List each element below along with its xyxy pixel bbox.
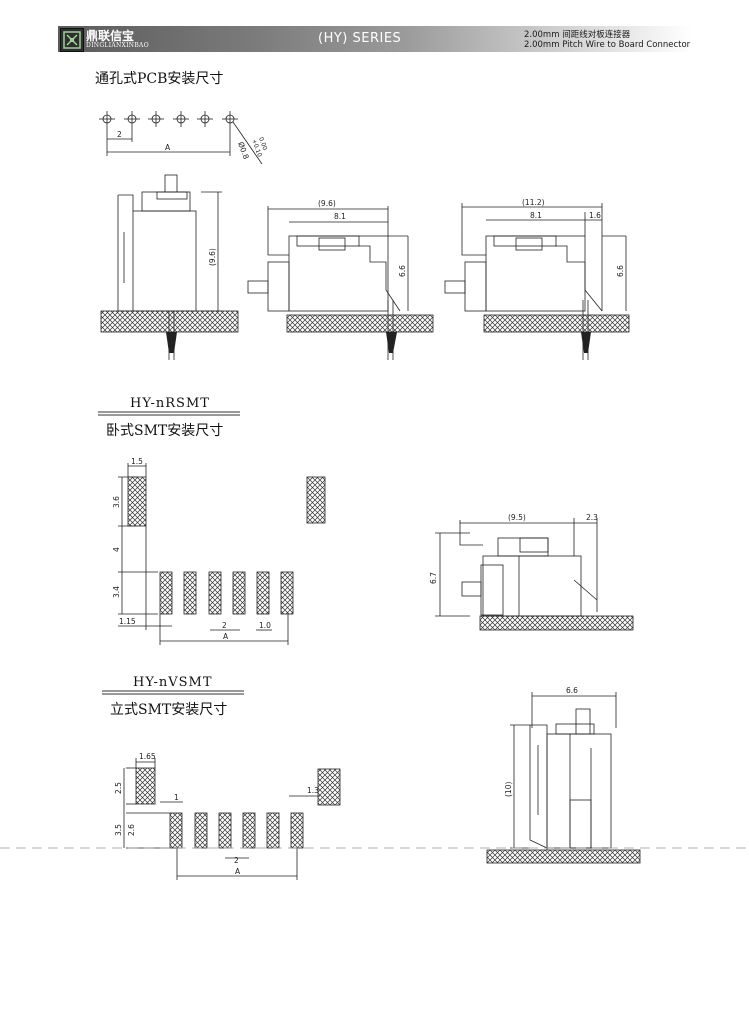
dim-vsmt-pad-h: 2.5 — [114, 782, 123, 794]
dim-vsmt-total: A — [235, 867, 241, 876]
dim-pcb-total: A — [165, 143, 171, 152]
dim-pcb-tol-minus: 0.00 — [257, 136, 268, 151]
dim-rsmt-pad-w: 1.5 — [131, 457, 143, 466]
dim-rsmt-total: A — [223, 632, 229, 641]
dim-vsmt-height: (10) — [504, 782, 513, 797]
rsmt-pad-layout — [118, 463, 289, 645]
rsmt-side-view — [435, 518, 598, 617]
pcb-side-view-a — [247, 206, 409, 360]
dim-vsmt-gap1: 1 — [174, 793, 179, 802]
dim-rsmt-pitch: 2 — [222, 621, 227, 630]
dim-pcb-width2: (9.6) — [318, 199, 336, 208]
dim-pcb-pitch: 2 — [117, 130, 122, 139]
vsmt-pads — [135, 767, 341, 849]
header-right-en: 2.00mm Pitch Wire to Board Connector — [524, 40, 691, 50]
dim-vsmt-width: 6.6 — [566, 686, 578, 695]
dim-pcb-inner2: 8.1 — [334, 212, 346, 221]
vsmt-code: HY-nVSMT — [133, 675, 213, 690]
logo-cn-text: 鼎联信宝 — [86, 29, 135, 43]
dim-pcb-hole: Ø0.8 — [236, 141, 251, 161]
rsmt-pads — [127, 476, 326, 615]
company-logo-icon — [60, 28, 84, 52]
dim-pcb-width3: (11.2) — [522, 198, 545, 207]
dim-rsmt-edge: 1.15 — [119, 617, 136, 626]
dim-rsmt-row-h: 3.4 — [112, 586, 121, 598]
vsmt-side-view — [510, 692, 617, 850]
header-right-cn: 2.00mm 间距线对板连接器 — [524, 30, 631, 40]
rsmt-section-title: 卧式SMT安装尺寸 — [106, 423, 224, 439]
dim-rsmt-side-w: (9.5) — [508, 513, 526, 522]
dim-pcb-height1: (9.6) — [208, 248, 217, 266]
pcb-board-2 — [286, 314, 434, 333]
dim-vsmt-pad-w: 1.65 — [139, 752, 156, 761]
pcb-hole-pattern — [99, 111, 263, 165]
dim-rsmt-pad-small: 1.0 — [259, 621, 271, 630]
dim-pcb-height2: 6.6 — [398, 265, 407, 277]
pcb-board-1 — [100, 310, 239, 333]
dim-pcb-inner3: 8.1 — [530, 211, 542, 220]
dim-rsmt-side-off: 2.3 — [586, 513, 598, 522]
pcb-board-4 — [479, 615, 634, 631]
dim-pcb-height3: 6.6 — [616, 265, 625, 277]
dim-vsmt-pad-h2: 2.6 — [127, 824, 136, 836]
pcb-board-5 — [486, 849, 641, 864]
pcb-side-view-b — [444, 203, 627, 360]
header-bar — [58, 26, 692, 52]
dim-pcb-offset3: 1.6 — [589, 211, 601, 220]
dim-vsmt-pitch: 2 — [234, 856, 239, 865]
vsmt-pad-layout — [123, 758, 320, 880]
dim-vsmt-side-off: 1.3 — [307, 786, 319, 795]
logo-en-text: DINGLIANXINBAO — [86, 42, 149, 49]
dim-rsmt-gap: 4 — [112, 547, 121, 552]
dim-vsmt-row-h: 3.5 — [114, 824, 123, 836]
rsmt-code: HY-nRSMT — [130, 396, 210, 411]
pcb-section-title: 通孔式PCB安装尺寸 — [95, 71, 224, 87]
dim-rsmt-pad-h: 3.6 — [112, 496, 121, 508]
dim-rsmt-side-h: 6.7 — [429, 572, 438, 584]
series-title: (HY) SERIES — [318, 31, 402, 46]
vsmt-section-title: 立式SMT安装尺寸 — [110, 702, 228, 718]
pcb-board-3 — [483, 314, 630, 333]
